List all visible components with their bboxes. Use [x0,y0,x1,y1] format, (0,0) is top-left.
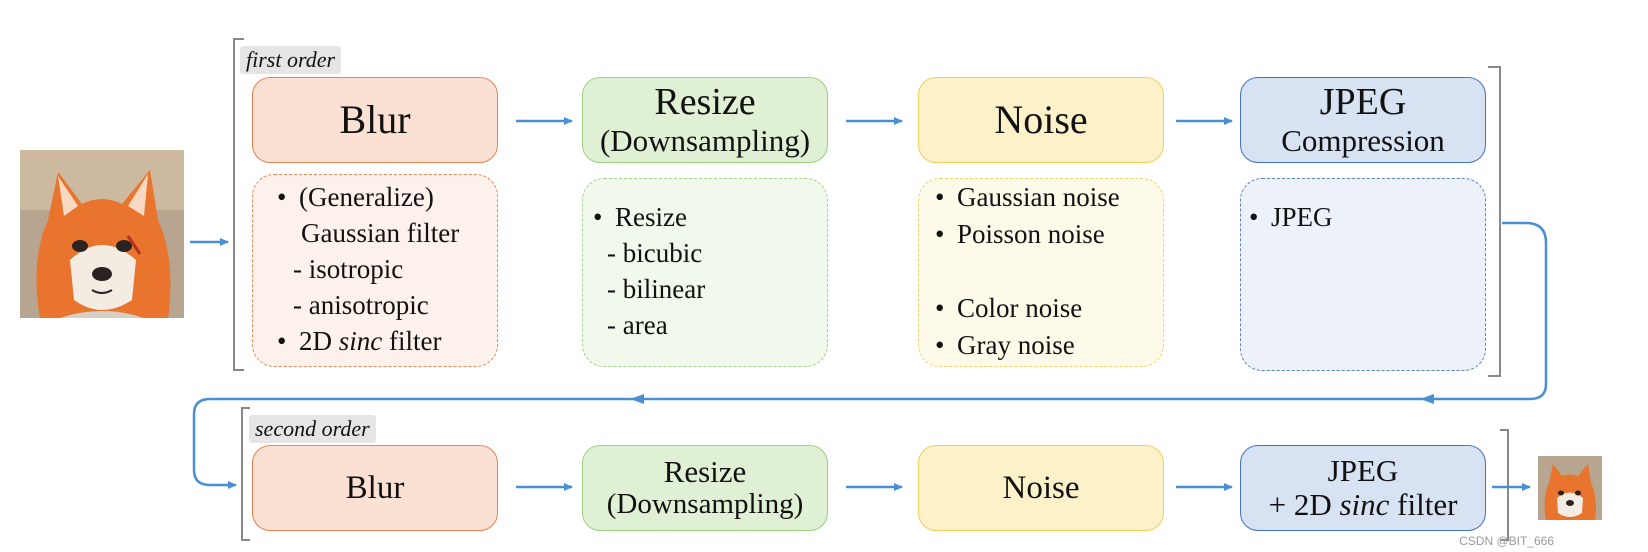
second-order-label: second order [249,415,376,443]
blur-detail-text-1: (Generalize) [299,182,434,212]
noise-detail-text-2: Poisson noise [957,219,1105,249]
noise-details: • Gaussian noise • Poisson noise • Color no… [918,178,1164,367]
resize-detail-line-4: - area [607,310,668,340]
fox-portrait-small-icon [1538,456,1602,520]
noise-detail-line-3: • Color noise [935,290,1082,326]
noise-detail-line-2: • Poisson noise [935,216,1105,252]
blur-detail-text-5b: sinc [338,326,383,356]
blur-detail-line-1: • (Generalize) [277,179,434,215]
second-order-right-bracket [1500,429,1509,541]
second-order-left-bracket [241,407,250,541]
jpeg-subtitle-2b: sinc [1339,487,1390,522]
blur-stage-2: Blur [252,445,498,531]
first-order-right-bracket [1488,66,1501,377]
resize-title-1: Resize [654,81,756,124]
resize-detail-text-1: Resize [615,202,687,232]
jpeg-detail-text-1: JPEG [1271,202,1333,232]
blur-title-1: Blur [339,97,411,142]
bullet: • [935,219,945,249]
resize-stage-1: Resize (Downsampling) [582,77,828,163]
noise-detail-text-4: Gray noise [957,330,1075,360]
blur-detail-text-5a: 2D [299,326,339,356]
noise-detail-line-4: • Gray noise [935,327,1075,363]
resize-detail-line-1: • Resize [593,199,687,235]
bullet: • [935,293,945,323]
noise-stage-2: Noise [918,445,1164,531]
loop-back-arrowhead-left [630,394,644,404]
noise-title-2: Noise [1002,469,1080,506]
bullet: • [277,326,287,356]
resize-stage-2: Resize (Downsampling) [582,445,828,531]
first-order-left-bracket [233,38,244,371]
loop-back-arrowhead-right [1420,394,1434,404]
blur-detail-line-4: - anisotropic [293,290,429,320]
first-order-label: first order [240,46,342,74]
blur-stage-1: Blur [252,77,498,163]
bullet: • [935,182,945,212]
blur-details: • (Generalize) Gaussian filter - isotropi… [252,174,498,367]
resize-detail-line-2: - bicubic [607,238,703,268]
resize-detail-line-3: - bilinear [607,274,706,304]
blur-detail-text-5c: filter [382,326,442,356]
jpeg-stage-1: JPEG Compression [1240,77,1486,163]
blur-title-2: Blur [345,469,405,506]
noise-detail-line-1: • Gaussian noise [935,179,1120,215]
fox-portrait-icon [20,150,184,318]
resize-subtitle-1: (Downsampling) [599,122,811,158]
noise-title-1: Noise [994,97,1088,142]
blur-detail-line-3: - isotropic [293,254,404,284]
loop-back-connector [192,221,1548,489]
jpeg-stage-2: JPEG + 2D sinc filter [1240,445,1486,531]
noise-detail-text-1: Gaussian noise [957,182,1120,212]
jpeg-detail-line-1: • JPEG [1249,199,1333,235]
jpeg-title-1: JPEG [1319,81,1407,124]
bullet: • [593,202,603,232]
jpeg-details: • JPEG [1240,178,1486,371]
resize-title-2: Resize [663,454,747,489]
noise-stage-1: Noise [918,77,1164,163]
jpeg-subtitle-2: + 2D sinc filter [1268,487,1458,522]
resize-details: • Resize - bicubic - bilinear - area [582,178,828,367]
noise-detail-text-3: Color noise [957,293,1083,323]
resize-subtitle-2: (Downsampling) [606,488,804,521]
bullet: • [277,182,287,212]
watermark: CSDN @BIT_666 [1459,534,1554,548]
blur-detail-line-2: Gaussian filter [301,218,460,248]
jpeg-subtitle-2a: + 2D [1268,487,1340,522]
jpeg-subtitle-1: Compression [1281,122,1445,158]
jpeg-subtitle-2c: filter [1389,487,1458,522]
jpeg-title-2: JPEG [1327,452,1399,488]
bullet: • [1249,202,1259,232]
blur-detail-line-5: • 2D sinc filter [277,323,441,359]
bullet: • [935,330,945,360]
